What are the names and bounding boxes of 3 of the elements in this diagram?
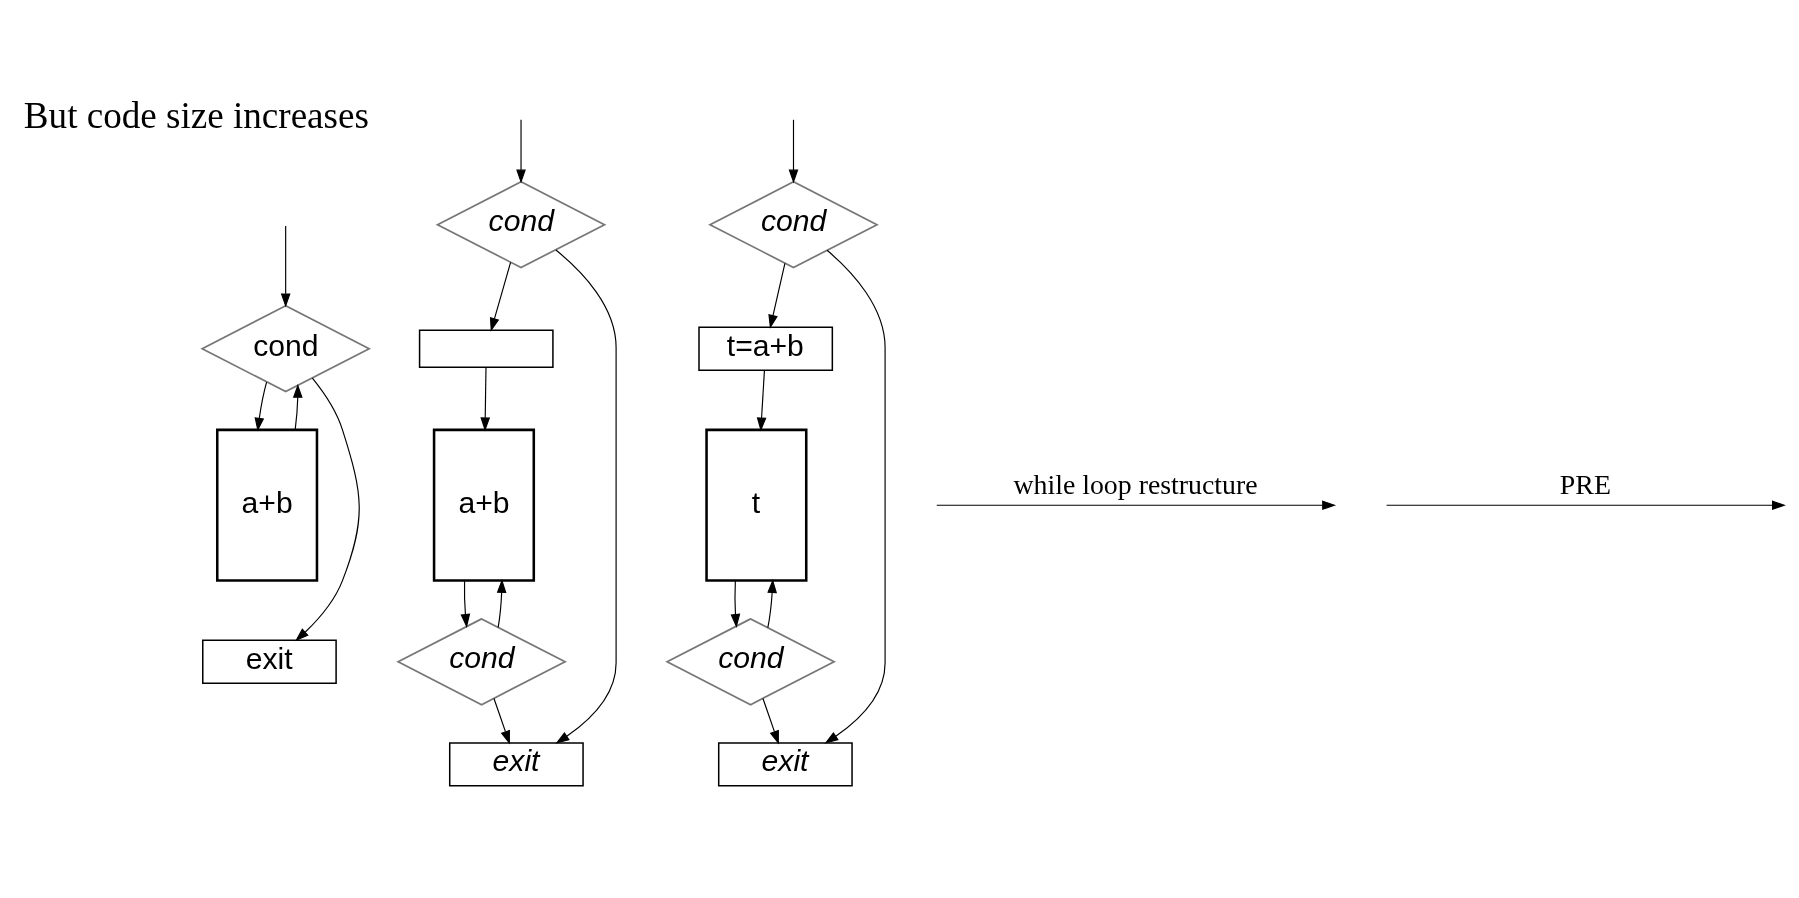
label: while loop restructure (1013, 468, 1258, 500)
label: PRE (1559, 468, 1611, 500)
label: But code size increases (23, 94, 369, 136)
